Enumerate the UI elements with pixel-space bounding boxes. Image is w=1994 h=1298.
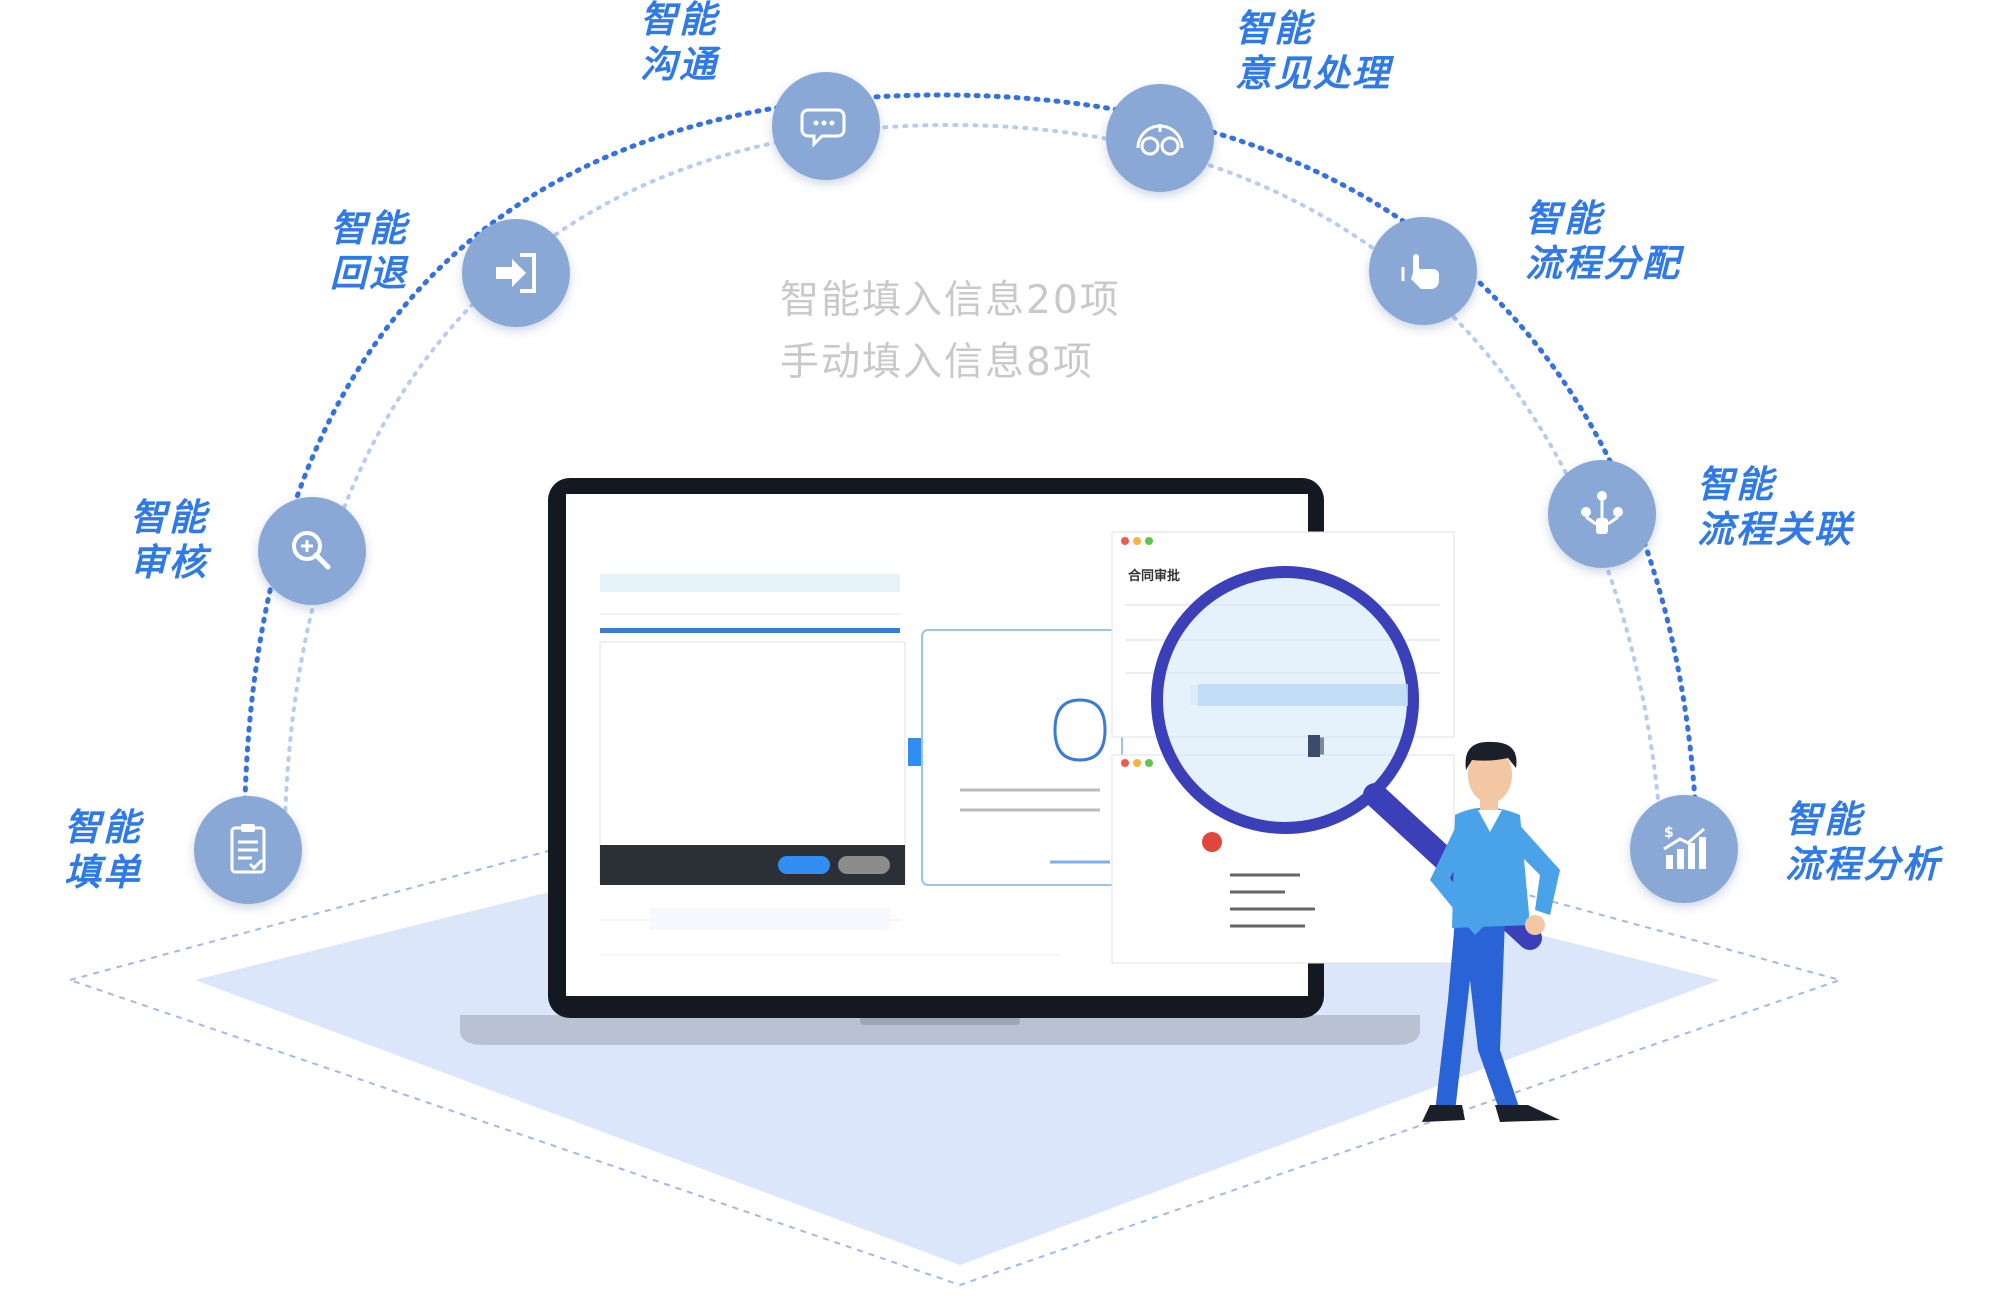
upload-dialog [599,641,906,883]
label-link: 智能流程关联 [1697,463,1853,551]
node-opinion[interactable] [1106,84,1214,192]
label-analysis: 智能流程分析 [1785,798,1941,886]
pointing-hand-icon [1401,254,1439,289]
laptop-base [460,1015,1420,1045]
node-rollback[interactable] [462,219,570,327]
label-review: 智能审核 [130,496,208,584]
center-info-line2: 手动填入信息8项 [780,340,1094,385]
label-comm: 智能沟通 [640,0,718,86]
center-info: 智能填入信息20项 手动填入信息8项 [780,270,1121,394]
label-opinion: 智能意见处理 [1235,7,1391,95]
popup-title: 合同审批 [1128,569,1181,584]
node-link[interactable] [1548,460,1656,568]
node-comm[interactable] [772,72,880,180]
clipboard-checklist-icon [230,824,266,874]
label-fill: 智能填单 [64,806,142,894]
node-fill[interactable] [194,796,302,904]
magnifier-plus-icon [292,531,331,570]
center-info-line1: 智能填入信息20项 [780,278,1121,323]
person-figure [1422,741,1560,1122]
node-assign[interactable] [1369,217,1477,325]
smiley-faces-icon [1136,124,1184,156]
arc-inner-dotted [283,122,1662,822]
svg-text:$: $ [1664,825,1674,841]
chat-bubbles-icon [800,108,846,148]
label-assign: 智能流程分配 [1525,197,1681,285]
node-review[interactable] [258,497,366,605]
label-rollback: 智能回退 [330,207,408,295]
people-network-icon [1581,491,1623,534]
sign-in-arrow-icon [496,253,536,293]
arc-outer-dotted [242,92,1698,803]
growth-chart-icon: $ [1663,825,1706,869]
node-analysis[interactable]: $ [1630,795,1738,903]
